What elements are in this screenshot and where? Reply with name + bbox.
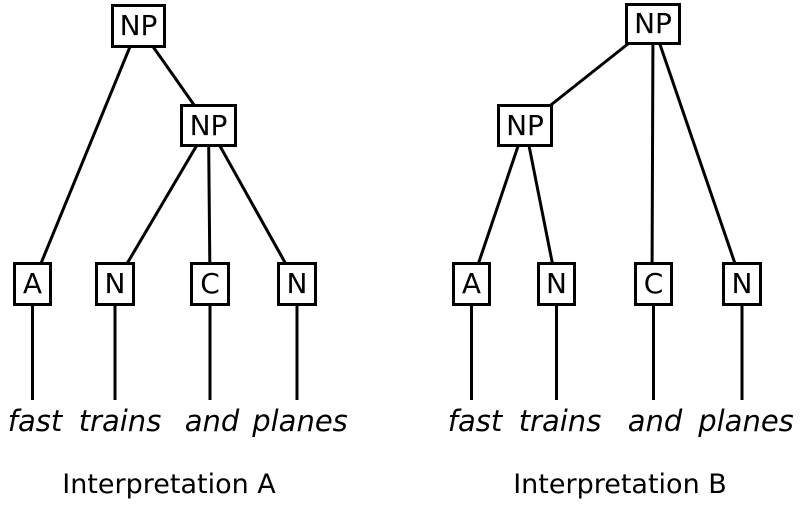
tree-a-caption: Interpretation A (62, 469, 276, 500)
edge (113, 124, 210, 285)
tree-b-inner-np-node: NP (497, 104, 553, 147)
tree-b-edges (470, 22, 744, 400)
edge (207, 124, 299, 285)
tree-a-leaf-n1-node: N (95, 262, 135, 306)
tree-b-leaf-n2-node: N (722, 262, 762, 306)
tree-a-leaf-n2-node: N (277, 262, 317, 306)
tree-a-root-np-node: NP (111, 4, 166, 48)
tree-b-caption: Interpretation B (513, 469, 727, 500)
tree-a-word-planes: planes (252, 404, 348, 438)
tree-b-word-fast: fast (447, 404, 503, 438)
tree-a-leaf-c-node: C (190, 262, 230, 306)
tree-b-leaf-c-node: C (634, 262, 673, 306)
edge (523, 125, 558, 285)
tree-b-word-and: and (627, 404, 683, 438)
tree-a-leaf-a-node: A (13, 262, 52, 306)
tree-b-word-planes: planes (698, 404, 794, 438)
edge (207, 125, 212, 285)
tree-b-leaf-n1-node: N (537, 262, 576, 306)
edge (470, 125, 527, 285)
tree-a-inner-np-node: NP (180, 104, 237, 147)
tree-a-word-fast: fast (7, 404, 63, 438)
edge (651, 23, 744, 285)
tree-a-word-trains: trains (78, 404, 162, 438)
tree-a-edges (31, 25, 299, 400)
tree-b-word-trains: trains (518, 404, 602, 438)
edge (31, 25, 140, 285)
tree-b-root-np-node: NP (625, 3, 681, 45)
tree-a-word-and: and (184, 404, 240, 438)
edge (650, 23, 655, 285)
tree-b-leaf-a-node: A (452, 262, 491, 306)
